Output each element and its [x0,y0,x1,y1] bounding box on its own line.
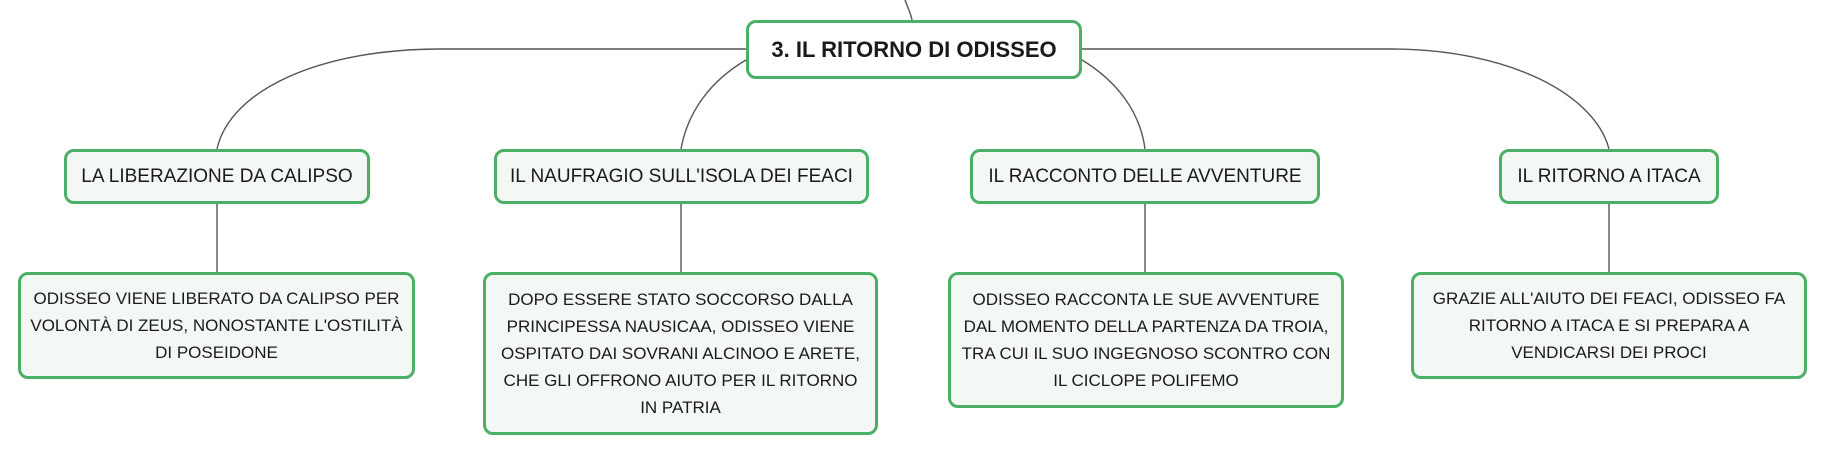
connector-root-topic-4 [1082,48,1610,150]
topic-liberazione-calipso[interactable]: LA LIBERAZIONE DA CALIPSO [64,149,370,204]
connector-root-topic-1 [216,48,746,150]
connector-parent [904,0,913,21]
connector-root-topic-2 [680,59,747,150]
detail-ritorno-itaca[interactable]: GRAZIE ALL'AIUTO DEI FEACI, ODISSEO FA R… [1411,272,1807,379]
detail-liberazione-calipso[interactable]: ODISSEO VIENE LIBERATO DA CALIPSO PER VO… [18,272,415,379]
connector-root-topic-3 [1081,59,1146,150]
topic-label: IL RACCONTO DELLE AVVENTURE [988,165,1302,187]
detail-naufragio-feaci[interactable]: DOPO ESSERE STATO SOCCORSO DALLA PRINCIP… [483,272,878,435]
detail-text: ODISSEO RACCONTA LE SUE AVVENTURE DAL MO… [961,290,1331,390]
detail-text: DOPO ESSERE STATO SOCCORSO DALLA PRINCIP… [501,290,860,417]
topic-label: IL RITORNO A ITACA [1517,165,1701,187]
detail-text: ODISSEO VIENE LIBERATO DA CALIPSO PER VO… [30,289,403,362]
central-topic[interactable]: 3. IL RITORNO DI ODISSEO [746,20,1082,79]
topic-racconto-avventure[interactable]: IL RACCONTO DELLE AVVENTURE [970,149,1320,204]
detail-racconto-avventure[interactable]: ODISSEO RACCONTA LE SUE AVVENTURE DAL MO… [948,272,1344,408]
topic-ritorno-itaca[interactable]: IL RITORNO A ITACA [1499,149,1719,204]
topic-naufragio-feaci[interactable]: IL NAUFRAGIO SULL'ISOLA DEI FEACI [494,149,869,204]
topic-label: IL NAUFRAGIO SULL'ISOLA DEI FEACI [510,165,853,187]
detail-text: GRAZIE ALL'AIUTO DEI FEACI, ODISSEO FA R… [1432,289,1786,362]
topic-label: LA LIBERAZIONE DA CALIPSO [81,165,353,187]
central-topic-label: 3. IL RITORNO DI ODISSEO [771,36,1057,62]
